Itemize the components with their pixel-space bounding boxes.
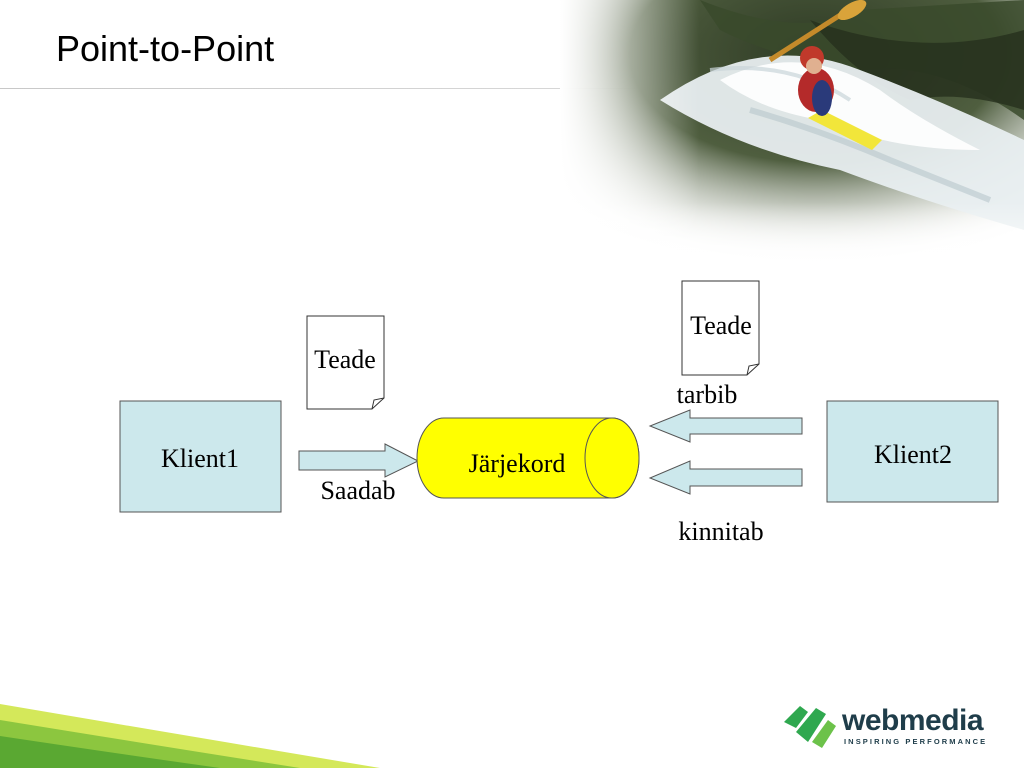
footer-swoosh: [0, 704, 380, 768]
consume-arrow: [648, 409, 803, 443]
ack-label: kinnitab: [678, 517, 763, 546]
send-label: Saadab: [320, 476, 395, 505]
client2-label: Klient2: [874, 440, 952, 469]
client1-box: Klient1: [119, 400, 282, 513]
webmedia-logo: webmedia INSPIRING PERFORMANCE: [782, 702, 1004, 750]
client2-box: Klient2: [826, 400, 999, 503]
client1-label: Klient1: [161, 444, 239, 473]
title-divider: [0, 88, 1024, 89]
queue-label: Järjekord: [469, 449, 566, 478]
consume-label: tarbib: [677, 380, 738, 409]
message-right-label: Teade: [690, 311, 752, 340]
logo-wordmark: webmedia: [842, 704, 984, 737]
queue-cylinder: Järjekord: [416, 417, 640, 499]
kayak-photo: [560, 0, 1024, 270]
send-arrow: [298, 443, 420, 478]
webmedia-logo-mark-icon: [784, 706, 836, 748]
message-doc-left: Teade: [306, 315, 385, 410]
slide-title: Point-to-Point: [56, 28, 275, 69]
message-doc-right: Teade: [681, 280, 760, 376]
logo-tagline: INSPIRING PERFORMANCE: [844, 737, 988, 746]
message-left-label: Teade: [314, 345, 376, 374]
ack-arrow: [648, 460, 803, 495]
